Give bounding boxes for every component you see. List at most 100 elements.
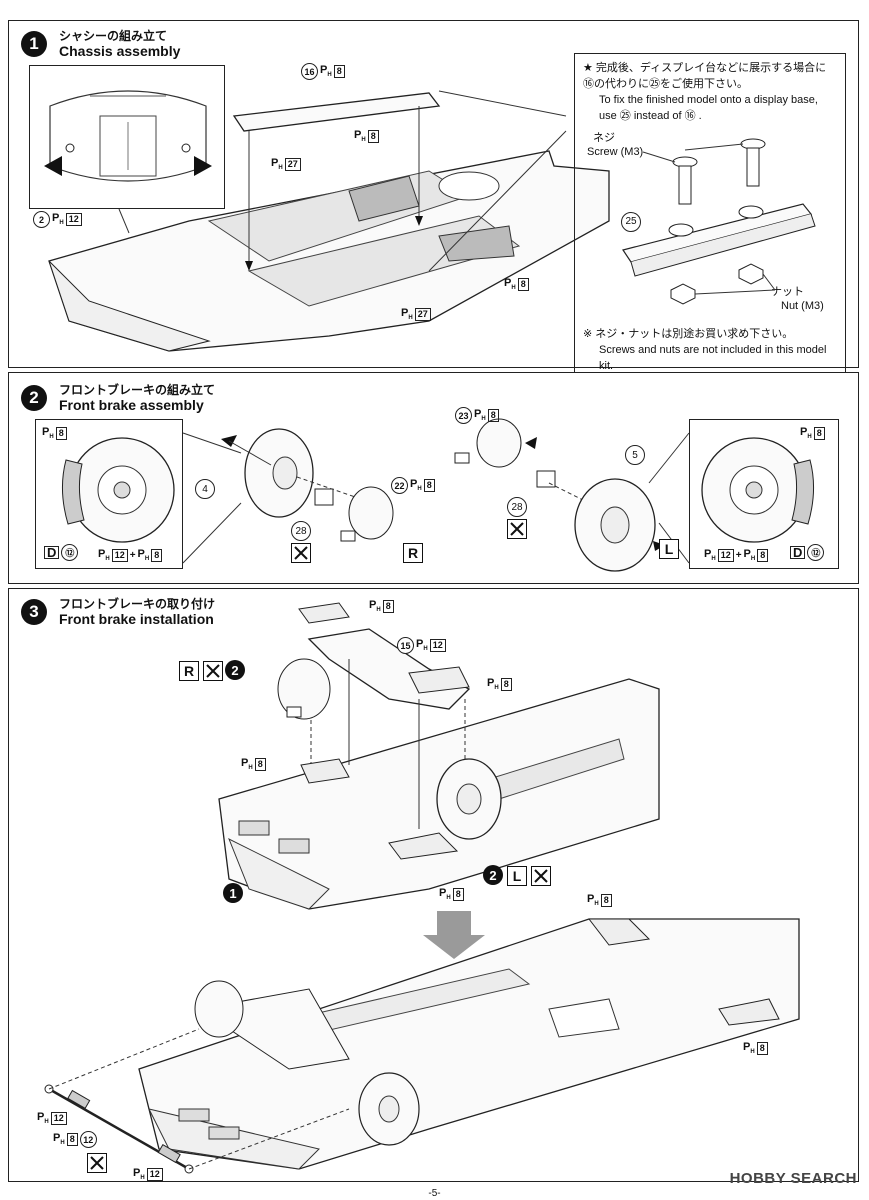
mix-sep: +: [129, 549, 136, 561]
right-inset-mix: PH 12 + PH 8: [704, 548, 769, 562]
ref-chassis-step1: 1: [223, 883, 243, 903]
tree-number: 8: [423, 479, 435, 492]
part-28-right-circle: 28: [507, 497, 527, 517]
step2-title-en: Front brake assembly: [59, 397, 204, 413]
left-inset-decal: D ⑫: [44, 544, 79, 561]
ref-l-marker: L: [507, 866, 527, 886]
step3-title-jp: フロントブレーキの取り付け: [59, 597, 216, 611]
step1-title-en: Chassis assembly: [59, 43, 181, 59]
label-ph-8-a: PH 8: [354, 129, 379, 143]
step3-section: 3 フロントブレーキの取り付け Front brake installation: [8, 588, 859, 1182]
side-l-marker: L: [659, 539, 679, 559]
part-circle: 2: [33, 211, 50, 228]
tree-number: 12: [50, 1111, 67, 1125]
step1-section: 1 シャシーの組み立て Chassis assembly: [8, 20, 859, 375]
ref-step2-r: 2: [225, 660, 245, 680]
label-part-16: 16 PH 8: [301, 63, 345, 80]
left-brake-inset: PH 8 D ⑫ PH 12 + PH 8: [35, 419, 183, 569]
right-disc-detail: [701, 437, 815, 543]
screw-nut-drawing: [622, 138, 816, 305]
page-number: -5-: [428, 1188, 441, 1199]
decal-box: D: [44, 546, 60, 559]
tree-ph: PH: [42, 426, 54, 441]
part-25-circle: 25: [621, 212, 641, 232]
tree-ph: PH: [504, 277, 516, 292]
step3-title-en: Front brake installation: [59, 611, 214, 627]
tree-number: 12: [65, 213, 82, 226]
decal-number: ⑫: [61, 544, 79, 561]
tree-number: 8: [382, 599, 394, 613]
right-inset-decal: D ⑫: [790, 544, 825, 561]
mix-b: 8: [757, 548, 769, 562]
cement-tool-icon: [87, 1153, 107, 1173]
tree-number: 8: [517, 277, 529, 291]
nut-label-en: Nut (M3): [781, 300, 824, 312]
note-footnote-en: Screws and nuts are not included in this…: [599, 344, 827, 372]
decal-number: ⑫: [807, 544, 825, 561]
display-base-note: ★ 完成後、ディスプレイ台などに展示する場合に⑯の代わりに㉕をご使用下さい。 T…: [574, 53, 846, 375]
tree-number: 8: [452, 887, 464, 901]
step2-section: 2 フロントブレーキの組み立て Front brake assembly PH …: [8, 372, 859, 584]
tree-ph: PH: [401, 307, 413, 322]
tree-number: 8: [254, 757, 266, 771]
part-circle: 15: [397, 637, 414, 654]
part-circle: 23: [455, 407, 472, 424]
decal-box: D: [790, 546, 806, 559]
left-inset-mix: PH 12 + PH 8: [98, 548, 163, 562]
mix-sep: +: [735, 549, 742, 561]
tree-number: 8: [66, 1133, 78, 1146]
note-star-jp: ★ 完成後、ディスプレイ台などに展示する場合に⑯の代わりに㉕をご使用下さい。: [583, 62, 827, 90]
step2-number: 2: [21, 385, 47, 411]
screw-label-en: Screw (M3): [587, 146, 644, 158]
step1-title-jp: シャシーの組み立て: [59, 29, 168, 43]
left-disc-detail: [61, 437, 175, 543]
tree-number: 8: [756, 1041, 768, 1055]
tree-ph: PH: [320, 64, 332, 79]
part-circle: 22: [391, 477, 408, 494]
tree-ph: PH: [271, 157, 283, 172]
cement-tool-icon: [291, 543, 311, 563]
step2-title-jp: フロントブレーキの組み立て: [59, 383, 216, 397]
tree-number: 27: [414, 307, 431, 321]
tree-number: 8: [367, 129, 379, 143]
tree-number: 8: [55, 426, 67, 440]
part-28-left-circle: 28: [291, 521, 311, 541]
label-ph-8-b: PH 8: [504, 277, 529, 291]
note-footnote-jp: ※ ネジ・ナットは別途お買い求め下さい。: [583, 328, 794, 340]
label-part-23: 23 PH 8: [455, 407, 499, 424]
step3-number: 3: [21, 599, 47, 625]
brake-assembly-drawing: [182, 418, 690, 572]
cement-tool-icon: [507, 519, 527, 539]
side-r-marker: R: [403, 543, 423, 563]
tree-number: 8: [500, 677, 512, 691]
part-circle: 12: [79, 1131, 97, 1148]
chassis-drawing: [48, 90, 610, 352]
mix-a: 12: [717, 548, 734, 562]
tree-number: 8: [333, 65, 345, 78]
tree-number: 12: [146, 1167, 163, 1181]
label-part-2: 2 PH 12: [33, 211, 82, 228]
right-brake-inset: PH 8 PH 12 + PH 8 D ⑫: [689, 419, 839, 569]
label-part-22: 22 PH 8: [391, 477, 435, 494]
watermark: HOBBY SEARCH: [729, 1170, 857, 1187]
right-inset-ph: PH 8: [800, 426, 825, 440]
ref-step2-l: 2: [483, 865, 503, 885]
screw-label-jp: ネジ: [593, 132, 615, 144]
tree-ph: PH: [52, 212, 64, 227]
cement-tool-icon: [203, 661, 223, 681]
nut-label-jp: ナット: [771, 286, 804, 298]
step1-number: 1: [21, 31, 47, 57]
underside-inset: [29, 65, 225, 209]
tree-ph: PH: [800, 426, 812, 441]
installation-drawing: [44, 602, 800, 1174]
mix-b: 8: [151, 548, 163, 562]
left-inset-ph: PH 8: [42, 426, 67, 440]
note-star-en: To fix the finished model onto a display…: [599, 94, 818, 122]
